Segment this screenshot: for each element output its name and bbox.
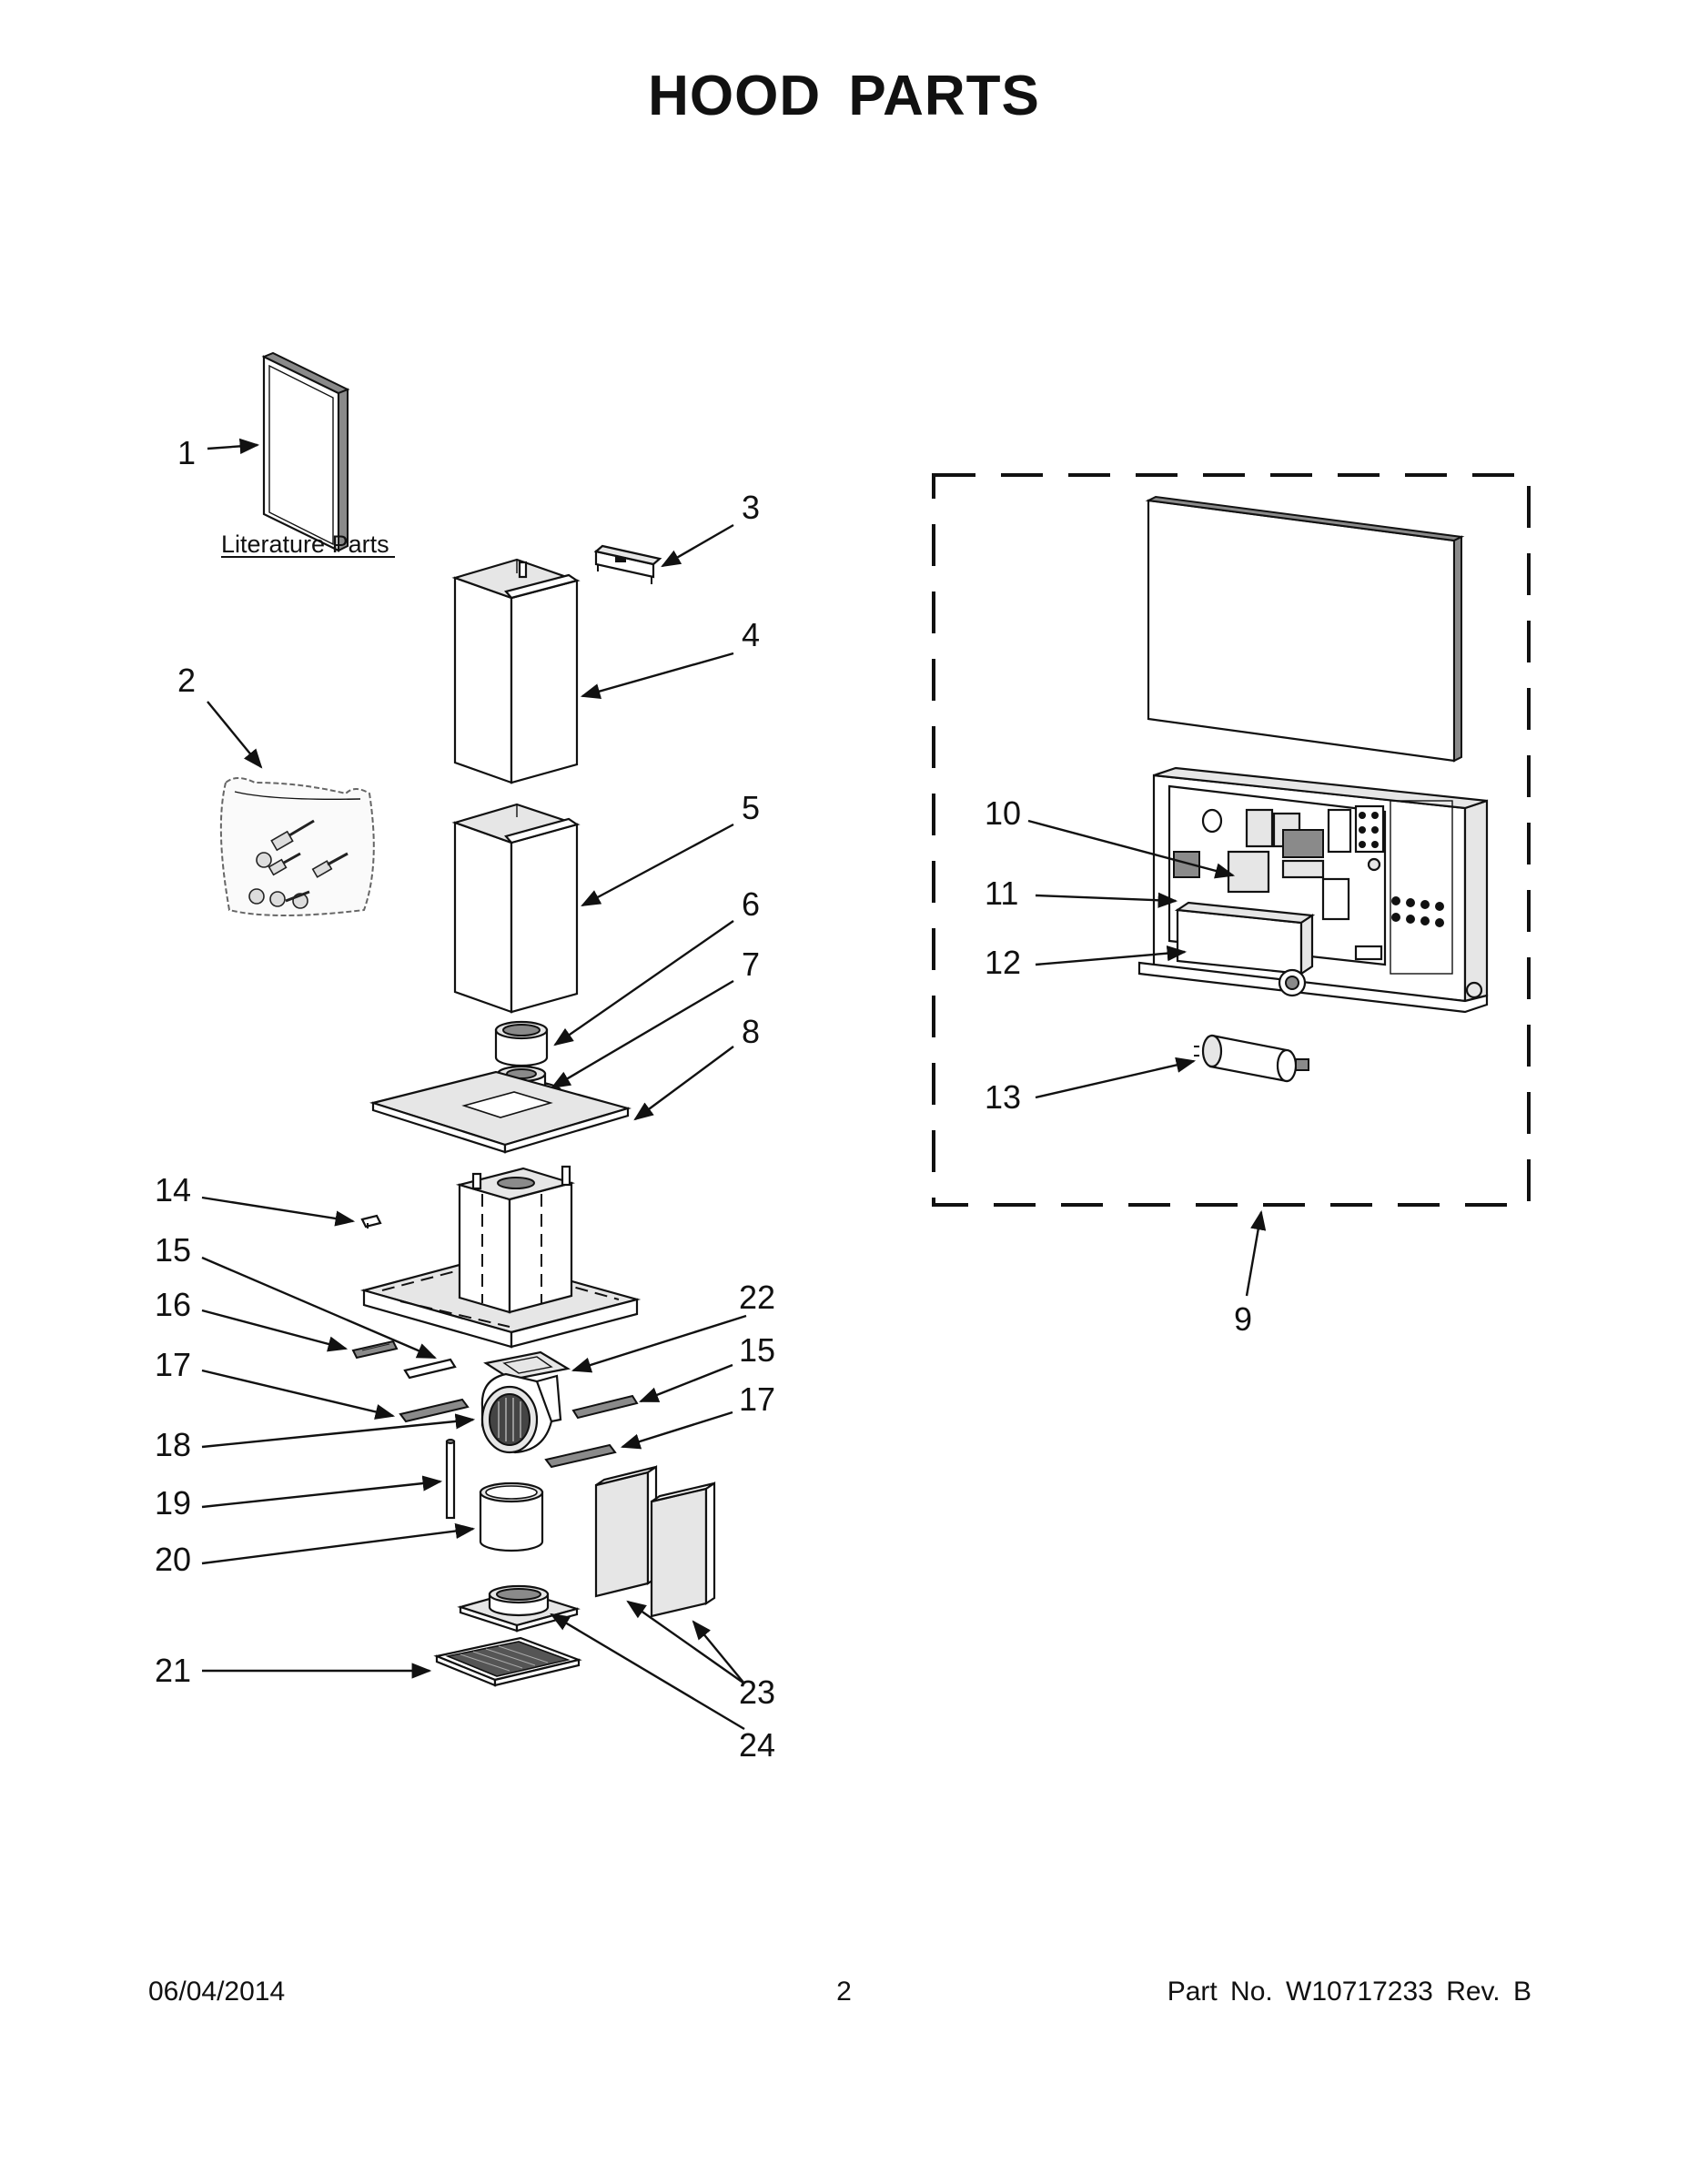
light-lens-right[interactable] [571,1394,639,1420]
run-capacitor[interactable] [1194,1034,1309,1083]
callout-19: 19 [155,1484,191,1522]
light-trim-right[interactable] [544,1443,617,1469]
literature-manual[interactable] [261,351,350,552]
callout-11: 11 [985,875,1018,912]
callout-6: 6 [742,885,760,923]
footer-date: 06/04/2014 [148,1977,286,2007]
callout-23: 23 [739,1673,775,1711]
grease-filter-2[interactable] [650,1481,716,1618]
callout-5: 5 [742,789,760,826]
callout-24: 24 [739,1726,775,1764]
light-trim-left[interactable] [399,1398,470,1423]
callout-17b: 17 [739,1380,775,1418]
callout-8: 8 [742,1013,760,1050]
callout-10: 10 [985,794,1021,832]
callout-13: 13 [985,1078,1021,1116]
literature-parts-label: Literature Parts [221,531,389,558]
hardware-bag[interactable] [219,777,375,916]
callout-3: 3 [742,489,760,526]
callout-12: 12 [985,944,1021,981]
callout-14: 14 [155,1171,191,1208]
footer-page-number: 2 [836,1977,852,2007]
light-ballast[interactable] [1174,901,1316,997]
control-kit-border [932,473,1531,1207]
threaded-rod[interactable] [445,1439,456,1520]
callout-4: 4 [742,616,760,653]
control-box-cover[interactable] [1145,495,1465,763]
chimney-bracket[interactable] [593,544,662,584]
callout-17a: 17 [155,1346,191,1383]
ceiling-plate[interactable] [369,1070,632,1154]
bottom-grille[interactable] [433,1636,582,1687]
page-title: HOOD PARTS [648,65,1040,127]
callout-20: 20 [155,1541,191,1578]
callout-7: 7 [742,945,760,983]
upper-chimney-cover[interactable] [451,558,581,784]
grease-filter-1[interactable] [594,1464,658,1598]
wire-clip[interactable] [360,1214,382,1228]
footer-part-number: Part No. W10717233 Rev. B [1167,1977,1531,2007]
callout-16: 16 [155,1286,191,1323]
lower-chimney-cover[interactable] [451,803,581,1014]
callout-9: 9 [1234,1300,1252,1338]
duct-connector[interactable] [494,1020,549,1067]
callout-2: 2 [177,662,196,699]
hood-body[interactable] [359,1165,642,1349]
callout-18: 18 [155,1426,191,1463]
callout-22: 22 [739,1279,775,1316]
charcoal-filter-strip[interactable] [351,1340,399,1360]
callout-15b: 15 [739,1331,775,1369]
light-lens-left[interactable] [403,1358,457,1380]
duct-flange-plate[interactable] [457,1584,581,1633]
exhaust-duct[interactable] [479,1481,544,1552]
callout-1: 1 [177,434,196,471]
callout-21: 21 [155,1652,191,1689]
blower-assembly[interactable] [480,1372,562,1454]
callout-15a: 15 [155,1231,191,1269]
